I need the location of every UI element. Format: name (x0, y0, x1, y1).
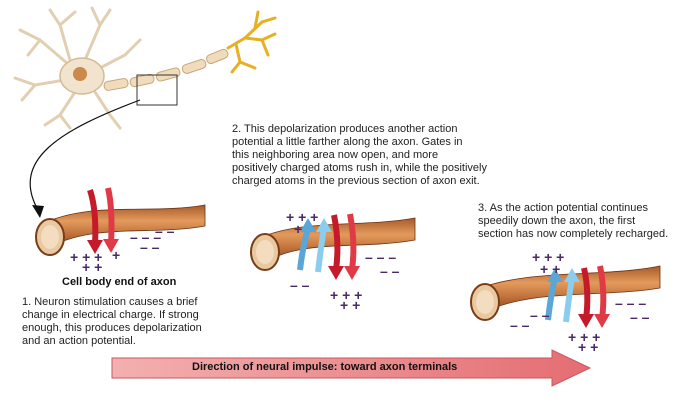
inward-ion-arrows (328, 213, 360, 280)
svg-text:+: + (112, 247, 120, 263)
svg-text:+: + (294, 221, 302, 237)
outward-ion-arrows (545, 268, 580, 323)
svg-text:– –: – – (290, 277, 310, 293)
direction-arrow (111, 349, 592, 387)
svg-text:– –: – – (510, 317, 530, 333)
svg-text:+ + +: + + + (70, 249, 102, 265)
outward-ion-arrows (297, 218, 332, 273)
svg-text:+ +: + + (540, 261, 560, 277)
svg-text:+ + +: + + + (532, 249, 564, 265)
svg-text:+ +: + + (340, 297, 360, 313)
cell-body-caption: Cell body end of axon (62, 276, 177, 288)
inward-ion-arrows (578, 265, 610, 328)
direction-label: Direction of neural impulse: toward axon… (192, 361, 458, 373)
charge-signs: – – – – – + + + + + + – – (70, 223, 175, 275)
inward-ion-arrows (87, 187, 119, 254)
neuron-illustration (13, 6, 277, 218)
step-2-text: 2. This depolarization produces another … (232, 123, 487, 187)
svg-text:– – –: – – – (615, 295, 646, 311)
step-1-text: 1. Neuron stimulation causes a brief cha… (22, 296, 202, 347)
svg-text:– –: – – (380, 263, 400, 279)
svg-text:+ + +: + + + (568, 329, 600, 345)
svg-text:– –: – – (155, 223, 175, 239)
svg-text:– –: – – (530, 307, 550, 323)
svg-text:– – –: – – – (365, 249, 396, 265)
zoom-box (136, 74, 178, 106)
axon-section-3: + + + + + – – – – – – – + + + + + – – (470, 249, 661, 355)
svg-text:– –: – – (140, 239, 160, 255)
axon-section-1: – – – – – + + + + + + – – (35, 187, 206, 275)
axon-section-2: + + + + – – – – – – – + + + + + (250, 209, 416, 313)
svg-text:+ + +: + + + (330, 287, 362, 303)
svg-text:– –: – – (630, 309, 650, 325)
charge-signs: + + + + + – – – – – – – + + + + + – – (510, 249, 650, 355)
charge-signs: + + + + – – – – – – – + + + + + (286, 209, 400, 313)
zoom-pointer-arrow (29, 99, 141, 211)
svg-text:+ + +: + + + (286, 209, 318, 225)
svg-text:+ +: + + (578, 339, 598, 355)
svg-text:– – –: – – – (130, 229, 161, 245)
step-3-text: 3. As the action potential continues spe… (478, 202, 669, 240)
svg-text:+ +: + + (82, 259, 102, 275)
